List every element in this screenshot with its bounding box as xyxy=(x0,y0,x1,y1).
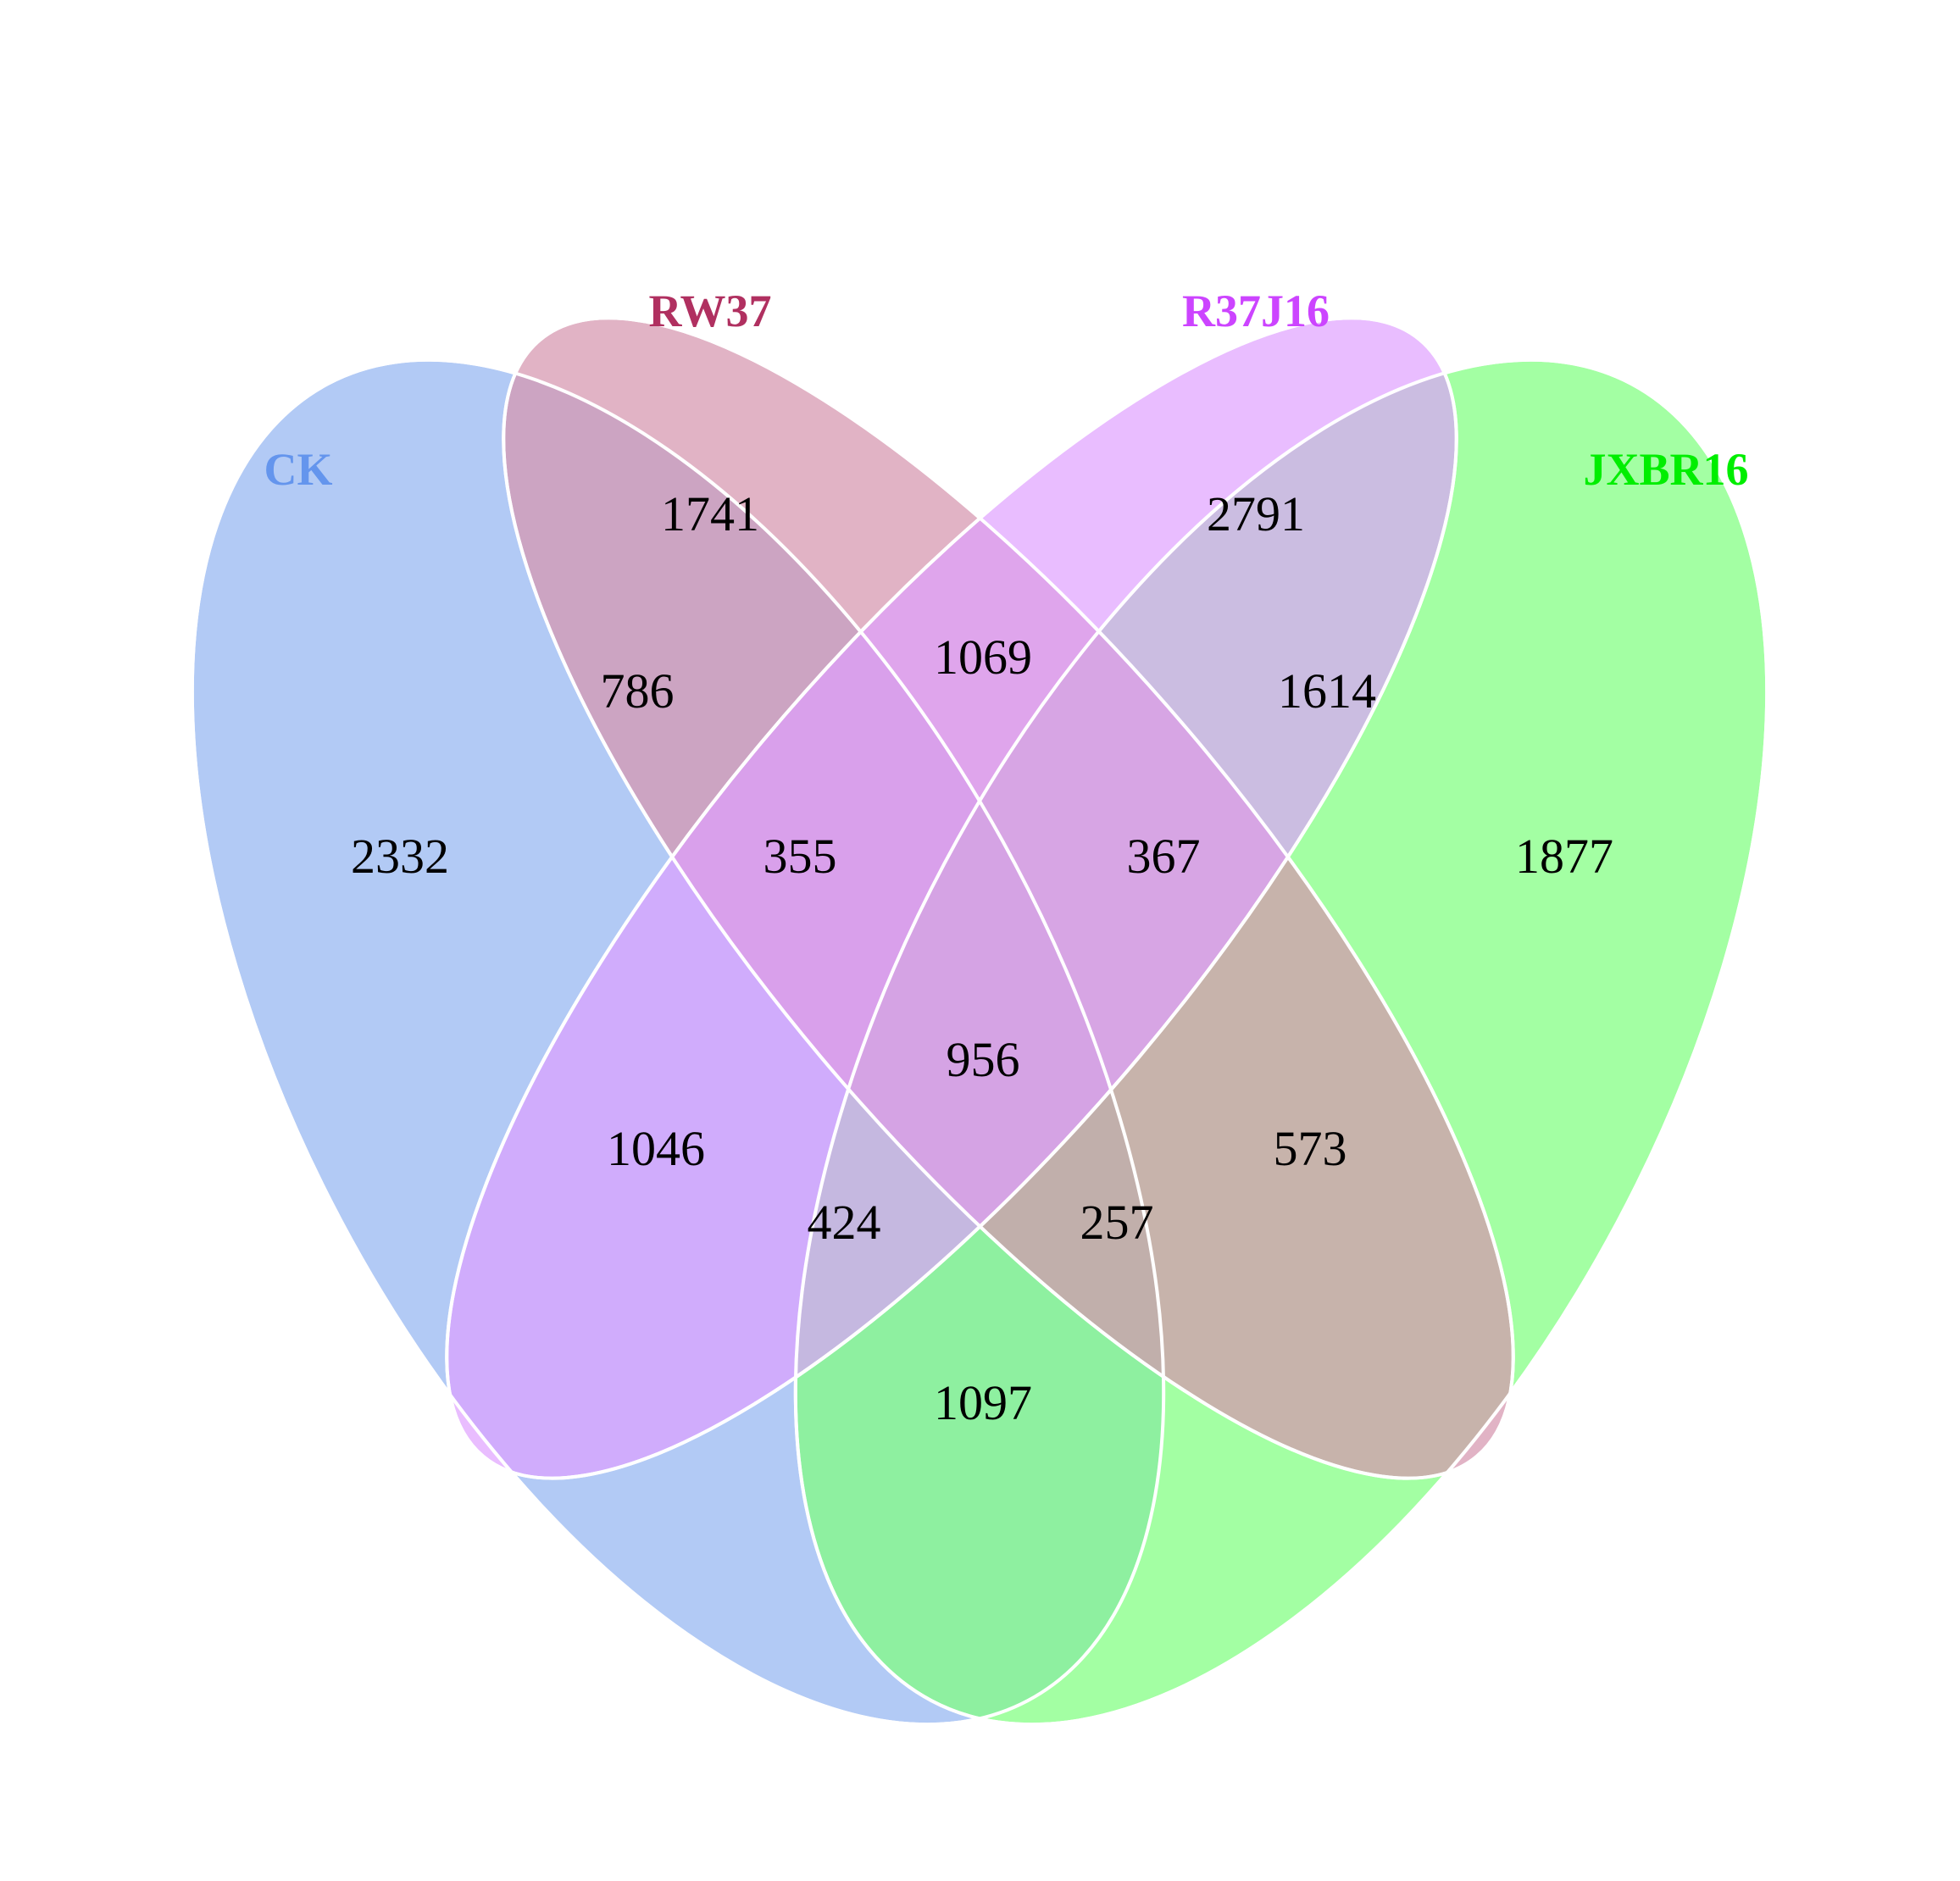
count-ck-rw37: 786 xyxy=(601,663,675,719)
count-rw37-jxbr16: 573 xyxy=(1274,1121,1347,1176)
set-label-jxbr16: JXBR16 xyxy=(1583,444,1748,495)
count-ck-only: 2332 xyxy=(351,829,449,884)
count-all-four: 956 xyxy=(947,1032,1020,1087)
set-label-r37j16: R37J16 xyxy=(1182,286,1330,336)
count-jxbr16-only: 1877 xyxy=(1515,829,1613,884)
set-label-ck: CK xyxy=(264,444,333,495)
count-ck-jxbr16: 1097 xyxy=(934,1375,1032,1430)
count-r37j16-jxbr16: 1614 xyxy=(1278,663,1376,719)
set-label-rw37: RW37 xyxy=(648,286,771,336)
count-rw37-r37j16: 1069 xyxy=(934,630,1032,685)
count-rw37-only: 1741 xyxy=(661,486,759,541)
count-ck-r37j16-jxbr16: 424 xyxy=(808,1195,881,1250)
count-r37j16-only: 2791 xyxy=(1207,486,1305,541)
count-ck-rw37-r37j16: 355 xyxy=(763,829,837,884)
set-outlines xyxy=(190,316,1769,1727)
count-rw37-r37j16-jxbr16: 367 xyxy=(1127,829,1201,884)
count-ck-rw37-jxbr16: 257 xyxy=(1080,1195,1154,1250)
count-ck-r37j16: 1046 xyxy=(607,1121,705,1176)
